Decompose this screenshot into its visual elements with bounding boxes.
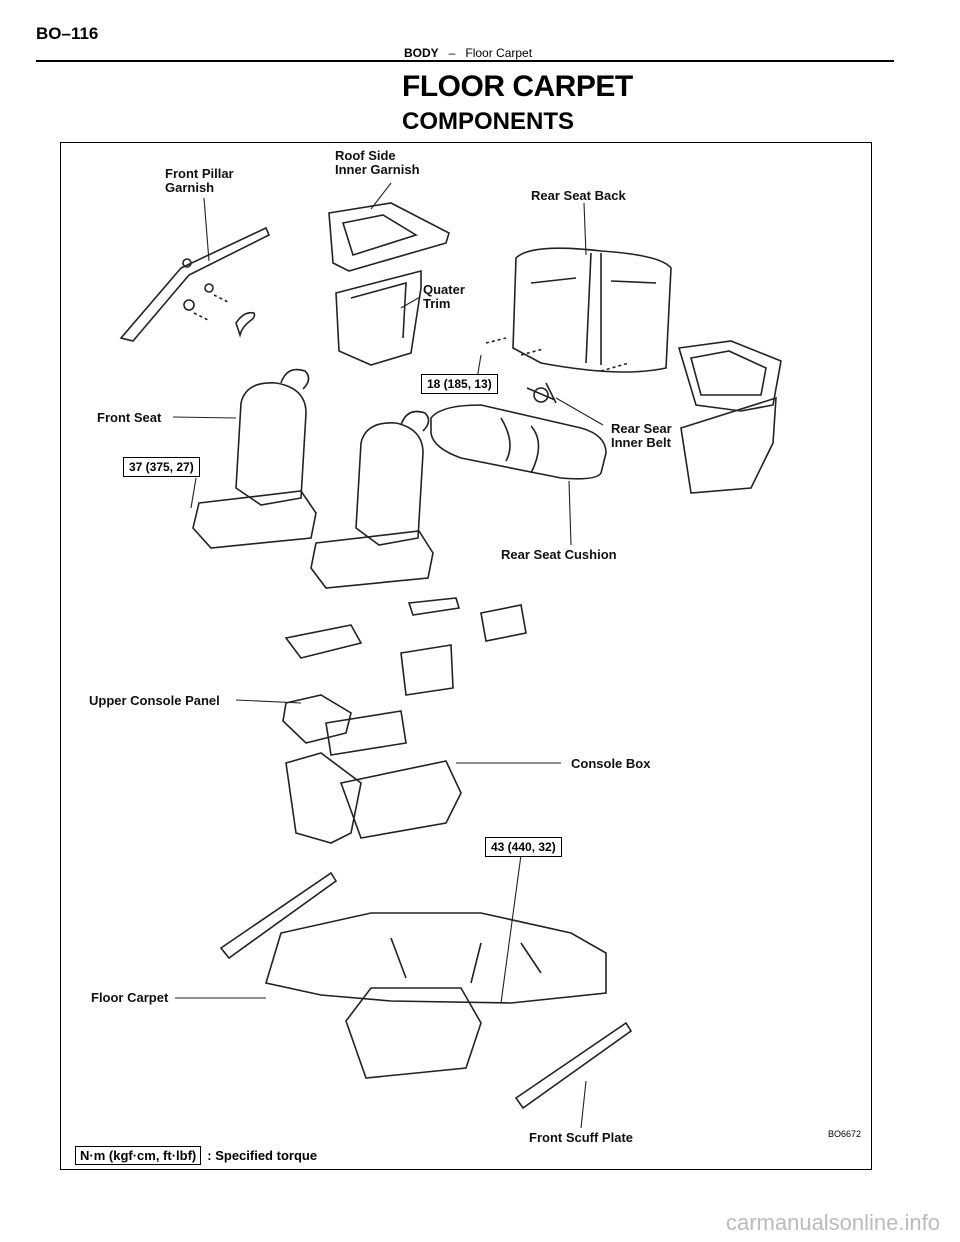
quarter-panel-part bbox=[677, 340, 782, 494]
label-console-box: Console Box bbox=[571, 756, 651, 771]
page-id: BO–116 bbox=[36, 24, 99, 43]
torque-box-2: 37 (375, 27) bbox=[123, 457, 200, 477]
scuff-plates-part bbox=[219, 871, 633, 1110]
rear-seat-back-part bbox=[485, 247, 672, 373]
torque-box-3: 43 (440, 32) bbox=[485, 837, 562, 857]
leader-lines bbox=[172, 182, 604, 1129]
watermark: carmanualsonline.info bbox=[725, 1210, 940, 1235]
header-rule bbox=[36, 60, 894, 62]
torque-box-1: 18 (185, 13) bbox=[421, 374, 498, 394]
label-floor-carpet: Floor Carpet bbox=[91, 990, 169, 1005]
rear-seat-cushion-part bbox=[430, 404, 607, 480]
label-front-seat: Front Seat bbox=[97, 410, 162, 425]
legend-unit-box: N·m (kgf·cm, ft·lbf) bbox=[75, 1146, 202, 1165]
label-rear-seat-cushion: Rear Seat Cushion bbox=[501, 547, 617, 562]
legend-text: : Specified torque bbox=[207, 1148, 318, 1163]
torque-legend: N·m (kgf·cm, ft·lbf) : Specified torque bbox=[75, 1146, 318, 1165]
front-seats-part bbox=[192, 368, 434, 589]
running-header: BODY–Floor Carpet bbox=[404, 46, 532, 60]
rear-inner-belt-part bbox=[526, 382, 557, 404]
section-name: BODY bbox=[404, 46, 439, 60]
label-upper-console-panel: Upper Console Panel bbox=[89, 693, 220, 708]
label-front-scuff-plate: Front Scuff Plate bbox=[529, 1130, 634, 1145]
diagram-drawing bbox=[119, 182, 782, 1129]
console-parts bbox=[282, 597, 527, 844]
label-rear-seat-back: Rear Seat Back bbox=[531, 188, 626, 203]
front-pillar-garnish-part bbox=[119, 226, 271, 342]
topic-name: Floor Carpet bbox=[465, 46, 533, 60]
header-separator: – bbox=[448, 46, 456, 60]
page-subtitle: COMPONENTS bbox=[402, 108, 575, 135]
roof-side-garnish-part bbox=[328, 202, 450, 366]
floor-carpet-part bbox=[264, 912, 607, 1079]
page-title: FLOOR CARPET bbox=[402, 70, 633, 103]
figure-code: BO6672 bbox=[827, 1129, 861, 1139]
